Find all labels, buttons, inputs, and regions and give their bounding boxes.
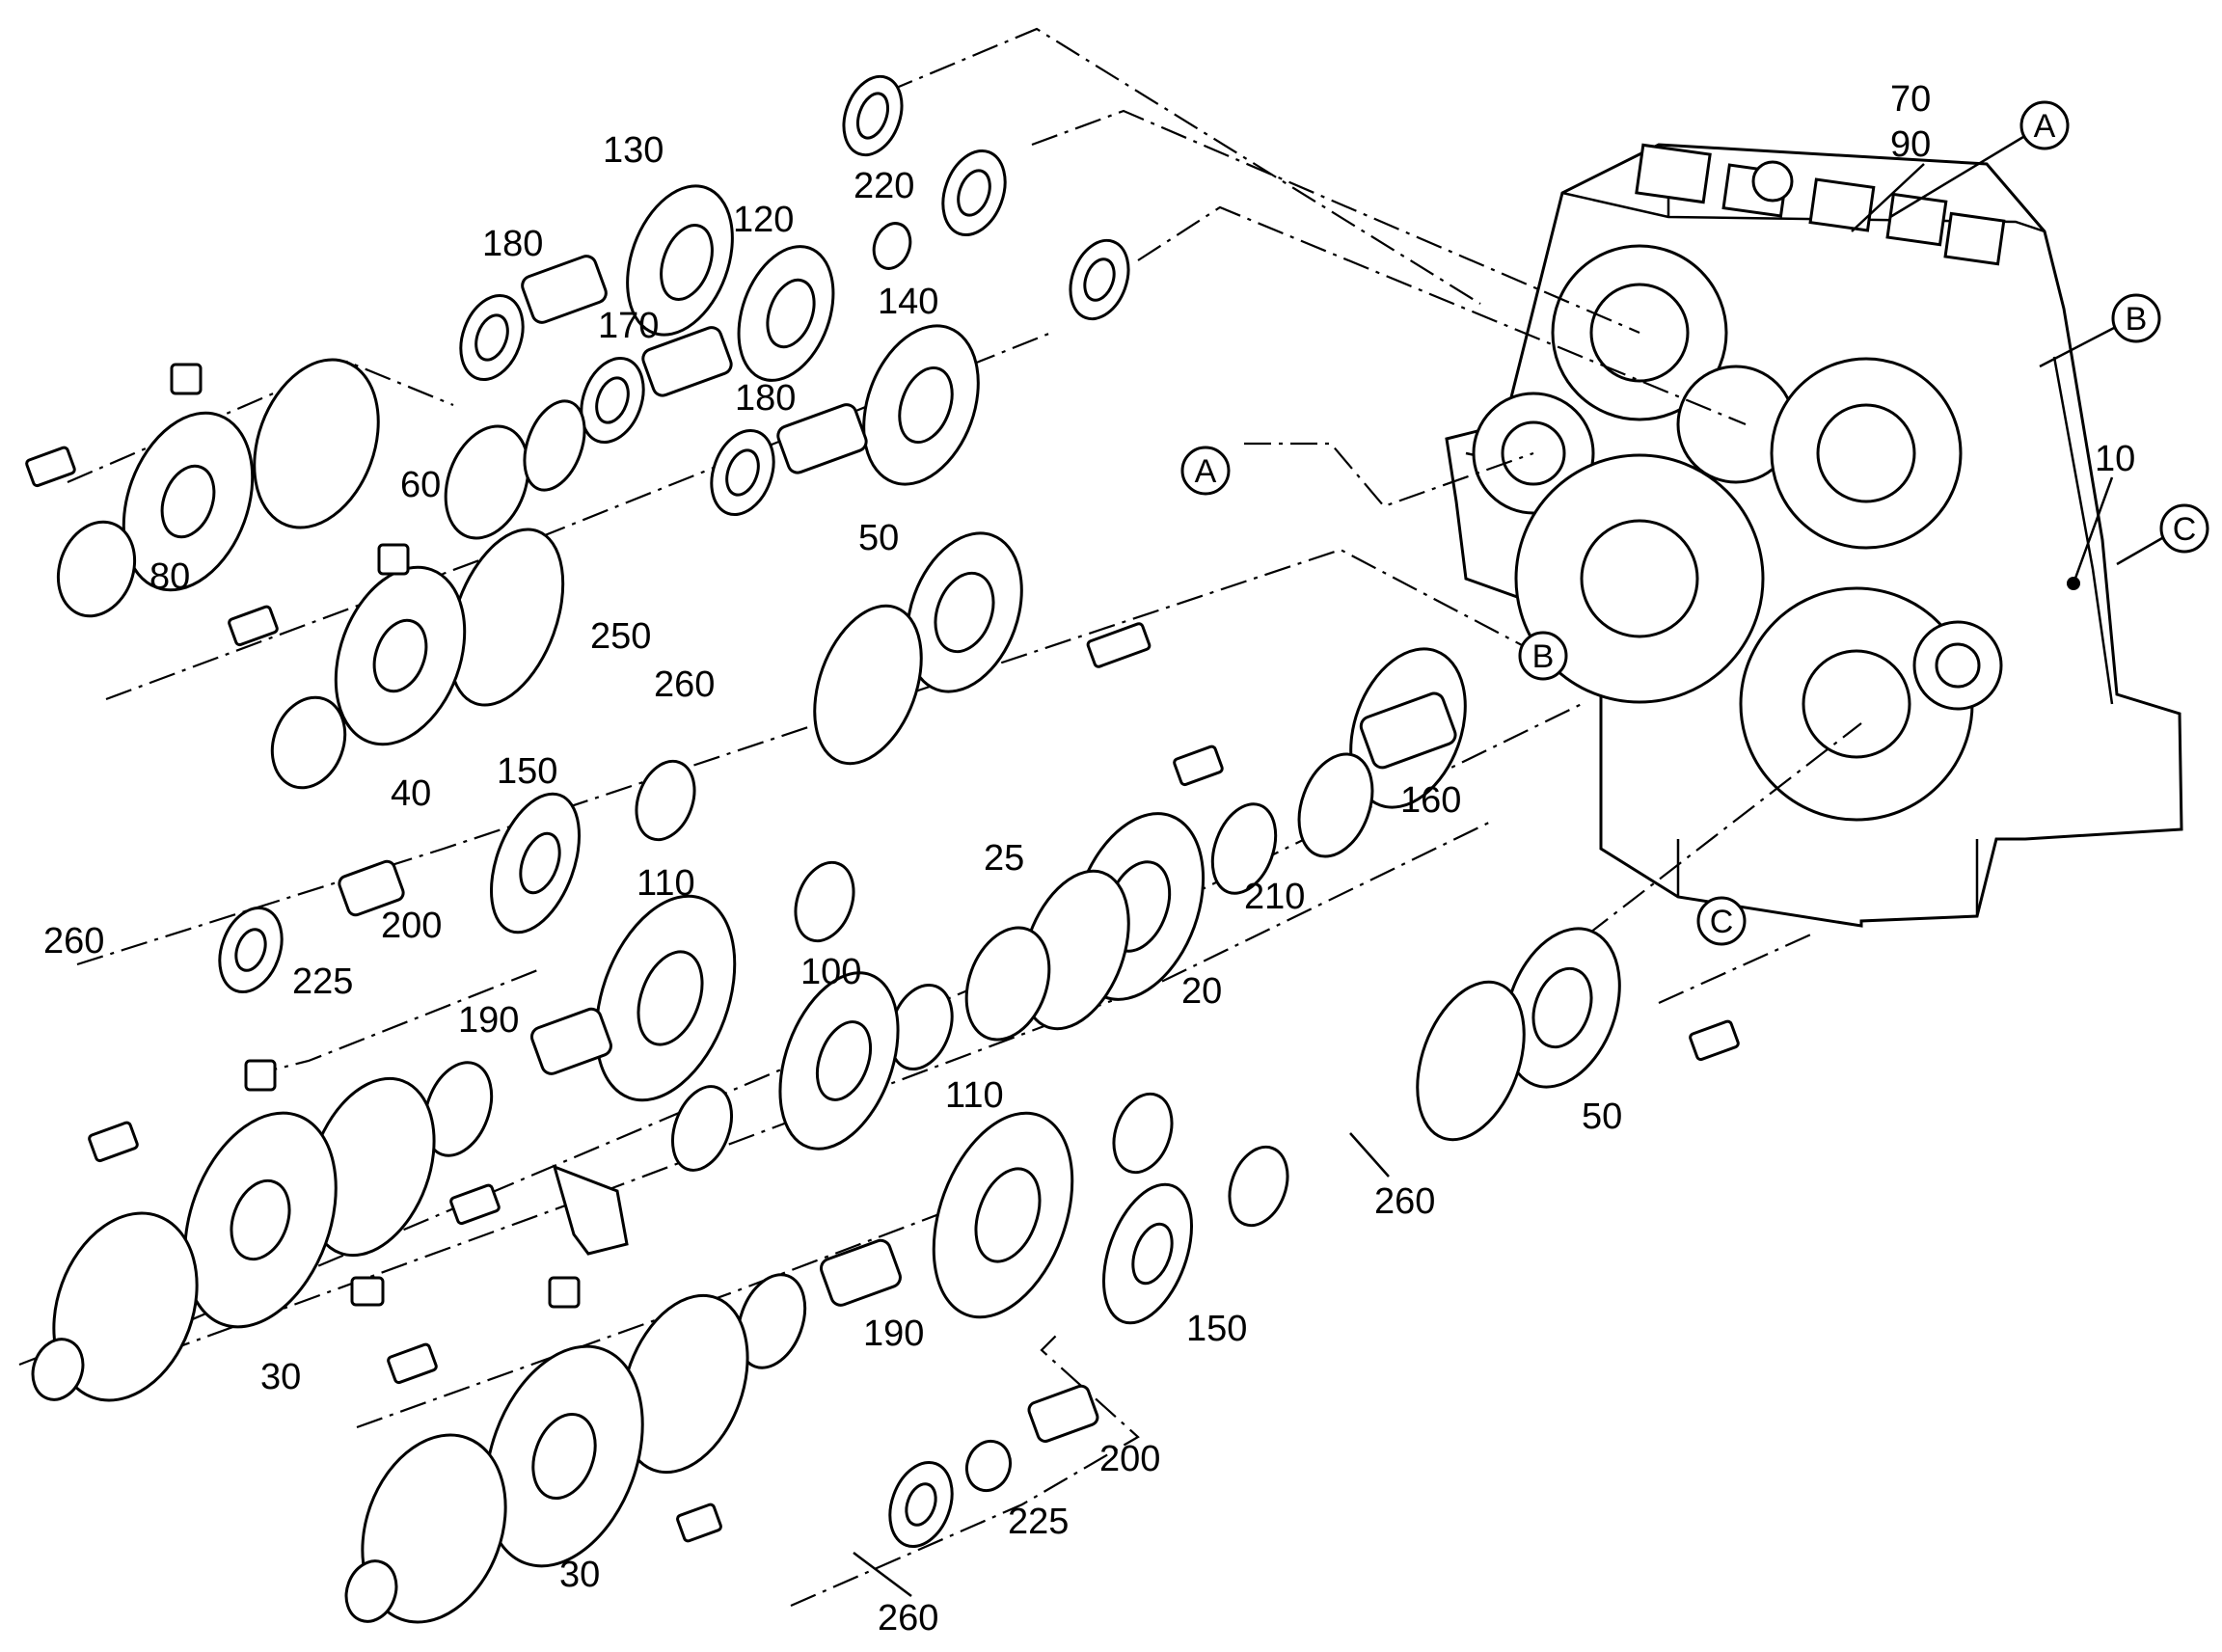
part-labels: 70 90 10 130 220 180 120 170 140 180 60 … xyxy=(43,79,2135,1638)
part-label: 70 xyxy=(1890,79,1931,120)
callout-a-top: A xyxy=(1889,100,2070,219)
shaft-180 xyxy=(521,255,608,324)
callout-b-axis: B xyxy=(1518,631,1568,681)
shaft-190 xyxy=(529,1007,612,1075)
shaft-180b xyxy=(776,403,868,474)
part-label: 180 xyxy=(482,224,543,264)
part-label: 160 xyxy=(1400,780,1461,821)
part-label: 50 xyxy=(1582,1097,1622,1137)
part-label: 130 xyxy=(603,130,664,171)
part-label: 10 xyxy=(2095,439,2135,479)
svg-text:A: A xyxy=(2034,108,2056,145)
part-label: 260 xyxy=(654,664,715,705)
callout-c-top: C xyxy=(2116,503,2209,566)
components xyxy=(25,74,1740,1624)
part-label: 200 xyxy=(381,906,442,946)
part-label: 200 xyxy=(1099,1439,1160,1479)
part-label: 30 xyxy=(260,1357,301,1397)
callout-markers: A B C A B C xyxy=(1180,100,2209,946)
part-label: 110 xyxy=(945,1075,1004,1116)
callout-c-axis: C xyxy=(1696,896,1747,946)
gearbox-housing xyxy=(1445,143,2183,928)
part-label: 225 xyxy=(1008,1502,1069,1542)
part-label: 140 xyxy=(878,282,938,322)
part-label: 80 xyxy=(149,556,190,597)
part-label: 90 xyxy=(1890,124,1931,165)
part-label: 190 xyxy=(458,1000,519,1041)
breather-icon xyxy=(1751,160,1794,203)
svg-text:C: C xyxy=(2173,511,2197,548)
part-label: 180 xyxy=(735,378,796,419)
part-label: 20 xyxy=(1181,971,1222,1012)
cover-60 xyxy=(444,424,530,540)
part-label: 110 xyxy=(637,863,695,904)
part-label: 120 xyxy=(733,200,794,240)
part-label: 60 xyxy=(400,465,441,505)
part-label: 30 xyxy=(559,1555,600,1595)
part-label: 100 xyxy=(800,952,861,992)
part-label: 190 xyxy=(863,1313,924,1354)
part-label: 260 xyxy=(878,1598,938,1638)
part-label: 170 xyxy=(598,306,659,346)
part-label: 210 xyxy=(1244,877,1305,917)
part-label: 220 xyxy=(854,166,914,206)
svg-text:A: A xyxy=(1195,453,1217,490)
part-label: 150 xyxy=(1186,1309,1247,1349)
svg-text:B: B xyxy=(2126,301,2148,338)
shaft-190b xyxy=(819,1238,902,1307)
part-label: 225 xyxy=(292,961,353,1002)
callout-a-axis: A xyxy=(1180,446,1231,496)
part-label: 150 xyxy=(497,751,557,792)
part-label: 260 xyxy=(43,921,104,961)
part-label: 250 xyxy=(590,616,651,657)
bracket xyxy=(552,1164,629,1256)
part-label: 50 xyxy=(858,518,899,558)
svg-text:C: C xyxy=(1710,904,1734,940)
seal-210 xyxy=(1297,752,1374,858)
part-label: 40 xyxy=(391,773,431,814)
shaft-170 xyxy=(641,326,733,397)
part-label: 260 xyxy=(1374,1181,1435,1222)
svg-text:B: B xyxy=(1532,638,1555,675)
callout-b-top: B xyxy=(2039,293,2161,368)
part-label: 25 xyxy=(984,838,1024,879)
